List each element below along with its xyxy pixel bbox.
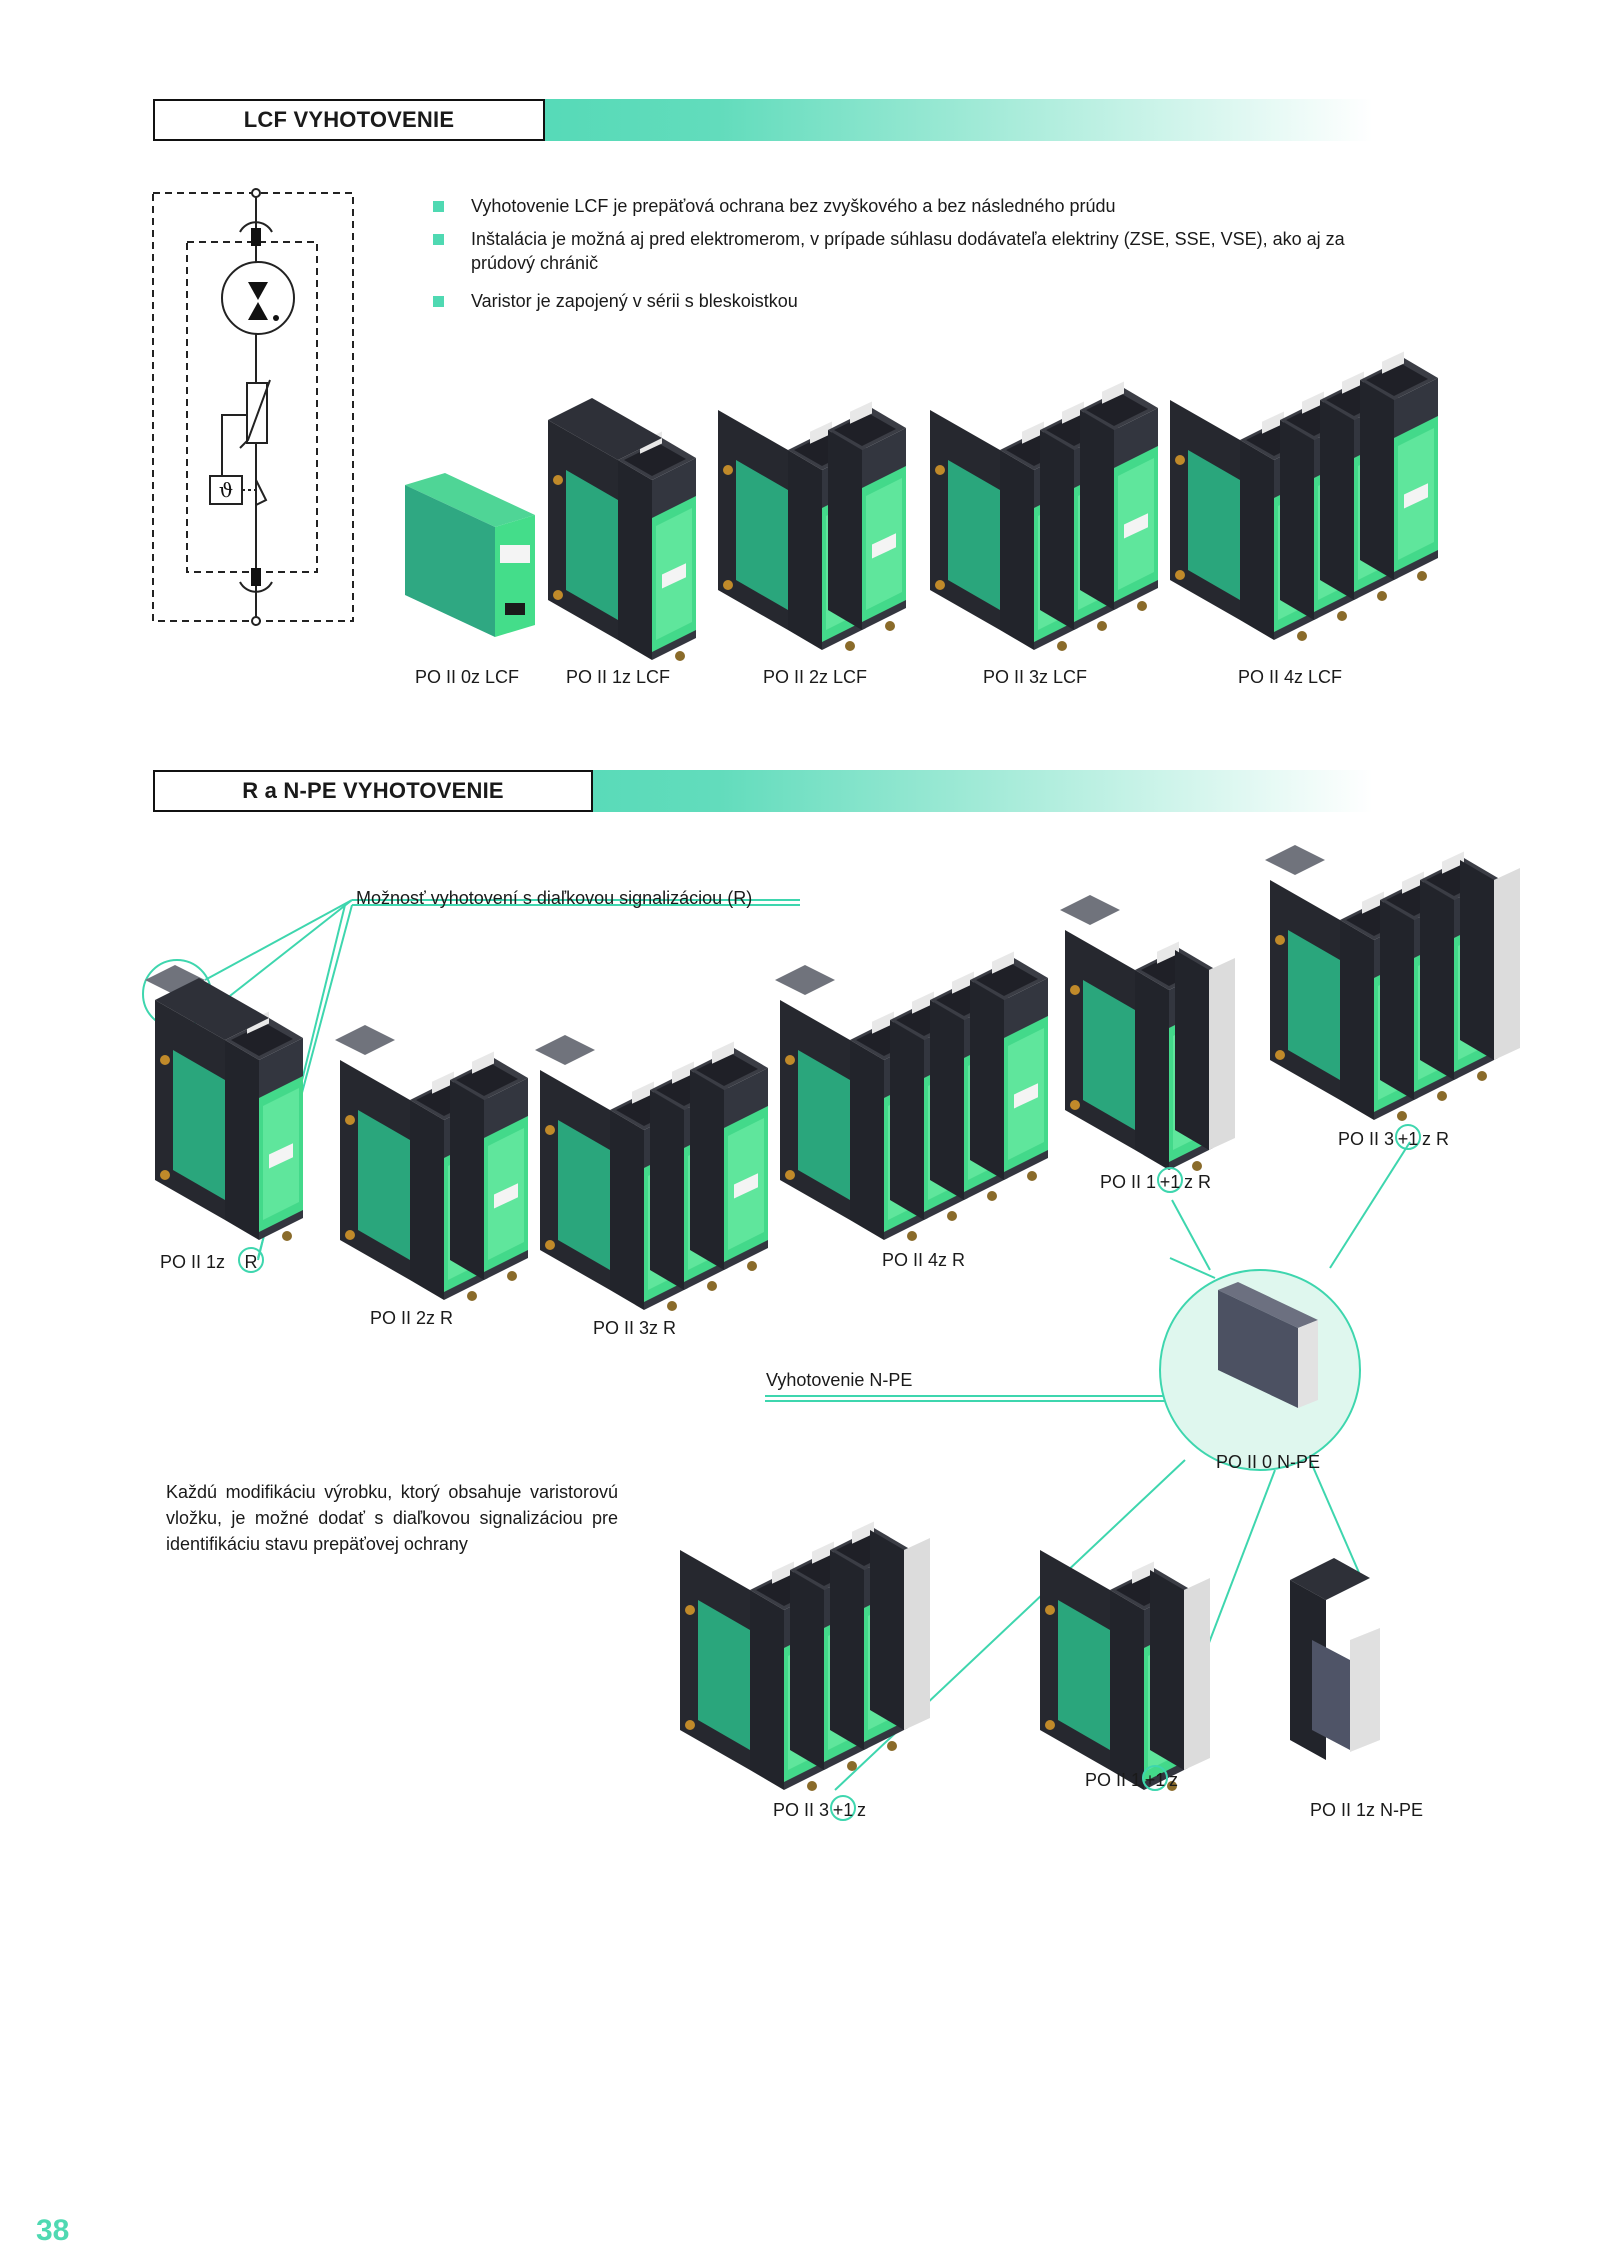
product-label-po-ii-3z-r: PO II 3z R bbox=[593, 1318, 677, 1338]
plus-one-ring-badge: +1 bbox=[830, 1795, 857, 1821]
section-title-lcf: LCF VYHOTOVENIE bbox=[153, 99, 545, 141]
plus-one-ring-badge: +1 bbox=[1395, 1124, 1422, 1150]
product-po-ii-2z-lcf-image bbox=[718, 401, 906, 651]
product-label-po-ii-3z-lcf: PO II 3z LCF bbox=[983, 667, 1088, 687]
bullet-square-icon bbox=[433, 201, 444, 212]
spark-gap-icon bbox=[248, 282, 268, 300]
bullet-square-icon bbox=[433, 296, 444, 307]
product-label-po-ii-1z-npe: PO II 1z N-PE bbox=[1310, 1800, 1424, 1820]
product-label-po-ii-4z-lcf: PO II 4z LCF bbox=[1238, 667, 1343, 687]
svg-text:ϑ: ϑ bbox=[219, 478, 233, 502]
lcf-circuit-diagram: ϑ bbox=[152, 188, 354, 626]
npe-variant-label: Vyhotovenie N-PE bbox=[766, 1370, 913, 1390]
product-label-po-ii-1z-r: PO II 1z R bbox=[160, 1247, 265, 1273]
plus-one-ring-badge: +1 bbox=[1142, 1765, 1169, 1791]
product-po-ii-3-1z-r-image bbox=[1265, 845, 1520, 1121]
page-number: 38 bbox=[36, 2214, 70, 2247]
lcf-bullet-list: Vyhotovenie LCF je prepäťová ochrana bez… bbox=[433, 194, 1363, 322]
bullet-square-icon bbox=[433, 234, 444, 245]
bullet-item: Varistor je zapojený v sérii s bleskoist… bbox=[433, 289, 1363, 313]
section-title-r-npe: R a N-PE VYHOTOVENIE bbox=[153, 770, 593, 812]
remote-ring-badge: R bbox=[238, 1247, 265, 1273]
product-po-ii-1z-npe-image bbox=[1290, 1558, 1380, 1760]
remote-signal-paragraph: Každú modifikáciu výrobku, ktorý obsahuj… bbox=[166, 1482, 618, 1554]
product-po-ii-1-1z-image bbox=[1040, 1550, 1210, 1791]
product-po-ii-3z-lcf-image bbox=[930, 381, 1158, 651]
product-label-po-ii-2z-lcf: PO II 2z LCF bbox=[763, 667, 868, 687]
product-label-po-ii-0z-lcf: PO II 0z LCF bbox=[415, 667, 520, 687]
bullet-item: Vyhotovenie LCF je prepäťová ochrana bez… bbox=[433, 194, 1363, 218]
product-po-ii-3z-r-image bbox=[535, 1035, 768, 1311]
product-label-po-ii-1z-lcf: PO II 1z LCF bbox=[566, 667, 671, 687]
bullet-item: Inštalácia je možná aj pred elektromerom… bbox=[433, 227, 1363, 275]
product-po-ii-4z-lcf-image bbox=[1170, 351, 1438, 641]
product-po-ii-2z-r-image bbox=[335, 1025, 528, 1301]
section-header-r-npe: R a N-PE VYHOTOVENIE bbox=[153, 770, 1373, 812]
product-po-ii-1z-r-image bbox=[145, 965, 303, 1241]
product-label-po-ii-4z-r: PO II 4z R bbox=[882, 1250, 966, 1270]
plus-one-ring-badge: +1 bbox=[1157, 1167, 1184, 1193]
product-po-ii-3-1z-image bbox=[680, 1521, 930, 1791]
product-label-po-ii-0-npe: PO II 0 N-PE bbox=[1216, 1452, 1321, 1472]
product-po-ii-0z-lcf-image bbox=[405, 473, 535, 637]
product-po-ii-1-1z-r-image bbox=[1060, 895, 1235, 1171]
product-po-ii-4z-r-image bbox=[775, 951, 1048, 1241]
remote-signal-label: Možnosť vyhotovení s diaľkovou signalizá… bbox=[356, 888, 753, 908]
product-label-po-ii-2z-r: PO II 2z R bbox=[370, 1308, 454, 1328]
thermal-disconnector-icon bbox=[209, 475, 243, 505]
product-po-ii-1z-lcf-image bbox=[548, 398, 696, 661]
section-header-lcf: LCF VYHOTOVENIE bbox=[153, 99, 1373, 141]
product-po-ii-0-npe-image bbox=[1218, 1282, 1318, 1408]
